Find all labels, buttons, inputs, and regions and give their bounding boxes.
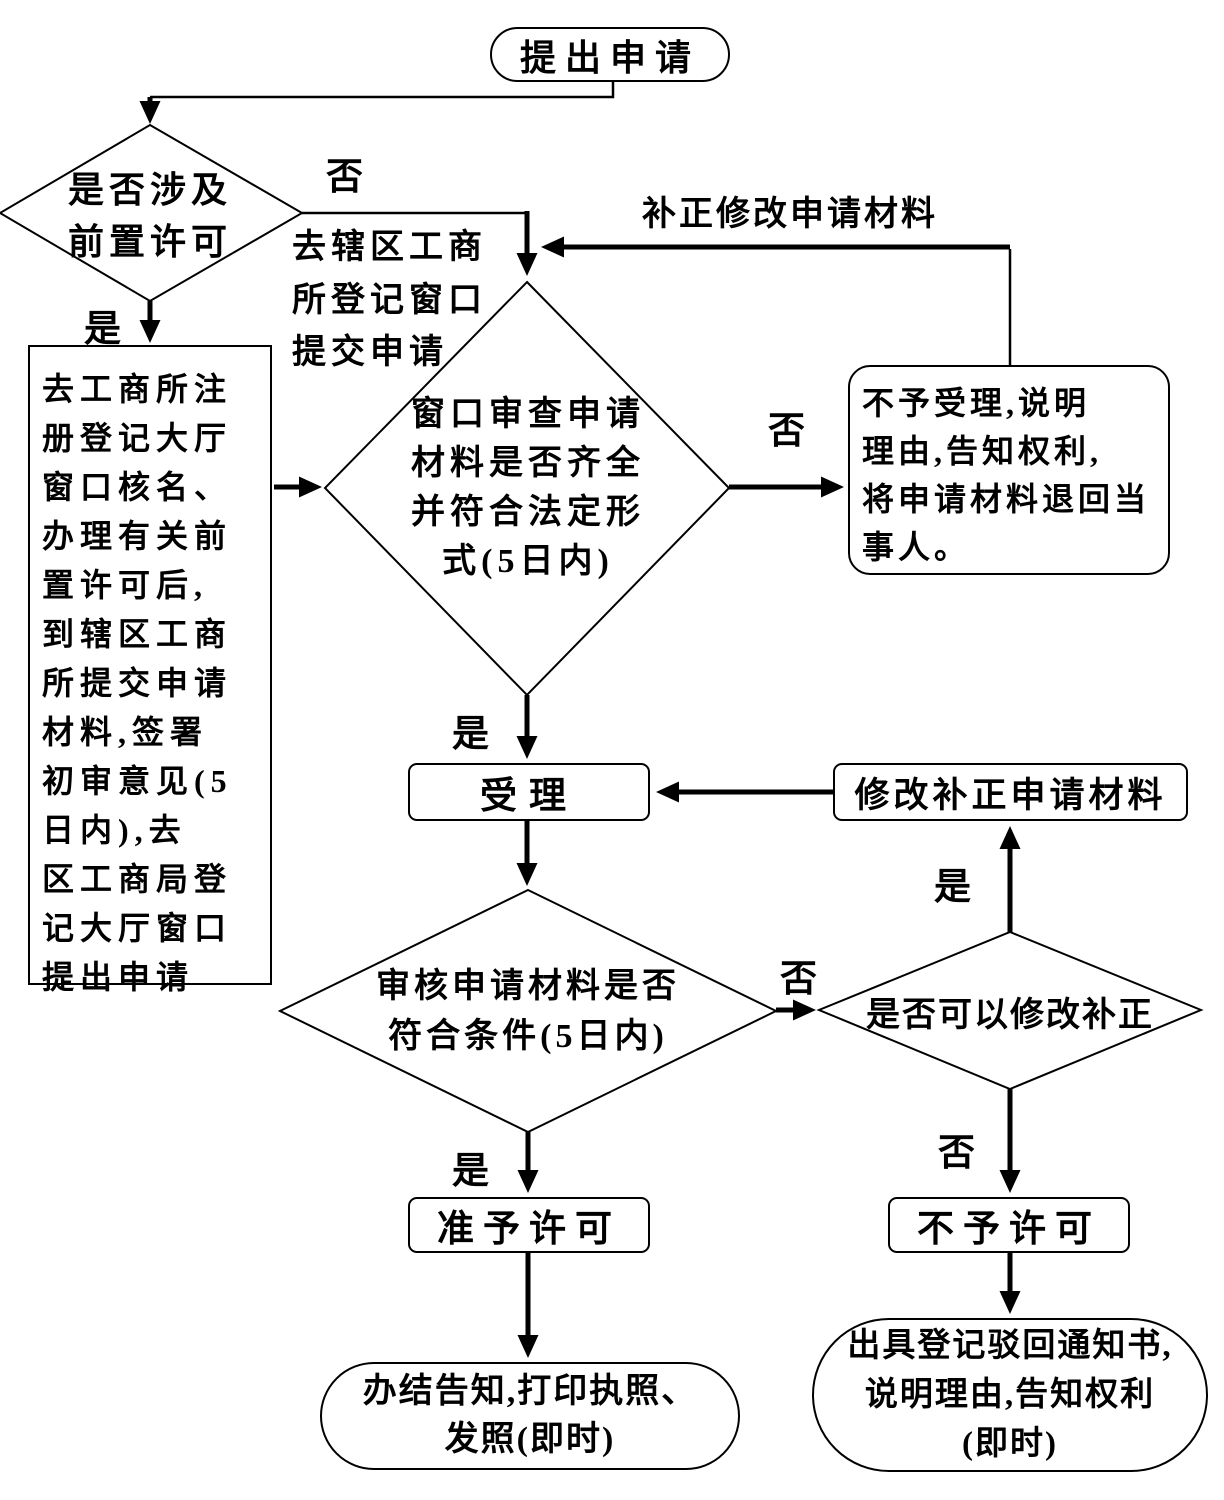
- prelicense-yes-label: 是: [84, 309, 121, 350]
- grant-node-label: 准予许可: [437, 1209, 621, 1250]
- audit-no-label: 否: [780, 959, 817, 1000]
- accept-node-label: 受理: [480, 776, 578, 817]
- deny-node-label: 不予许可: [917, 1209, 1101, 1250]
- reject-acceptance-label: 不予受理,说明 理由,告知权利, 将申请材料退回当 事人。: [862, 385, 1151, 565]
- return-path-label: 补正修改申请材料: [642, 196, 938, 233]
- reject-acceptance-node: 不予受理,说明 理由,告知权利, 将申请材料退回当 事人。: [848, 365, 1170, 575]
- prelicense-no-label: 否: [326, 157, 363, 198]
- audit-yes-label: 是: [452, 1151, 489, 1192]
- window-review-label: 窗口审查申请 材料是否齐全 并符合法定形 式(5日内): [411, 396, 645, 580]
- start-node: 提出申请: [490, 27, 730, 82]
- finish-node: 办结告知,打印执照、 发照(即时): [320, 1362, 740, 1470]
- modify-materials-label: 修改补正申请材料: [854, 775, 1167, 815]
- can-modify-no-label: 否: [938, 1133, 975, 1174]
- can-modify-decision-label: 是否可以修改补正: [866, 996, 1154, 1034]
- connector-start-corner: [150, 82, 615, 99]
- rejection-notice-node: 出具登记驳回通知书, 说明理由,告知权利 (即时): [812, 1318, 1208, 1472]
- finish-node-label: 办结告知,打印执照、 发照(即时): [362, 1373, 698, 1458]
- deny-node: 不予许可: [888, 1197, 1130, 1253]
- left-process-label: 去工商所注 册登记大厅 窗口核名、 办理有关前 置许可后, 到辖区工商 所提交申…: [42, 371, 233, 995]
- window-submit-note: 去辖区工商 所登记窗口 提交申请: [292, 229, 487, 372]
- accept-node: 受理: [408, 763, 650, 821]
- modify-materials-node: 修改补正申请材料: [833, 763, 1188, 821]
- left-process-node: 去工商所注 册登记大厅 窗口核名、 办理有关前 置许可后, 到辖区工商 所提交申…: [28, 345, 272, 995]
- rejection-notice-label: 出具登记驳回通知书, 说明理由,告知权利 (即时): [847, 1327, 1173, 1462]
- review-no-label: 否: [768, 411, 805, 452]
- start-node-label: 提出申请: [519, 37, 700, 78]
- can-modify-yes-label: 是: [934, 867, 971, 908]
- audit-decision-label: 审核申请材料是否 符合条件(5日内): [376, 968, 680, 1055]
- prelicense-decision-label: 是否涉及 前置许可: [67, 170, 232, 262]
- review-yes-label: 是: [452, 714, 489, 755]
- grant-node: 准予许可: [408, 1197, 650, 1253]
